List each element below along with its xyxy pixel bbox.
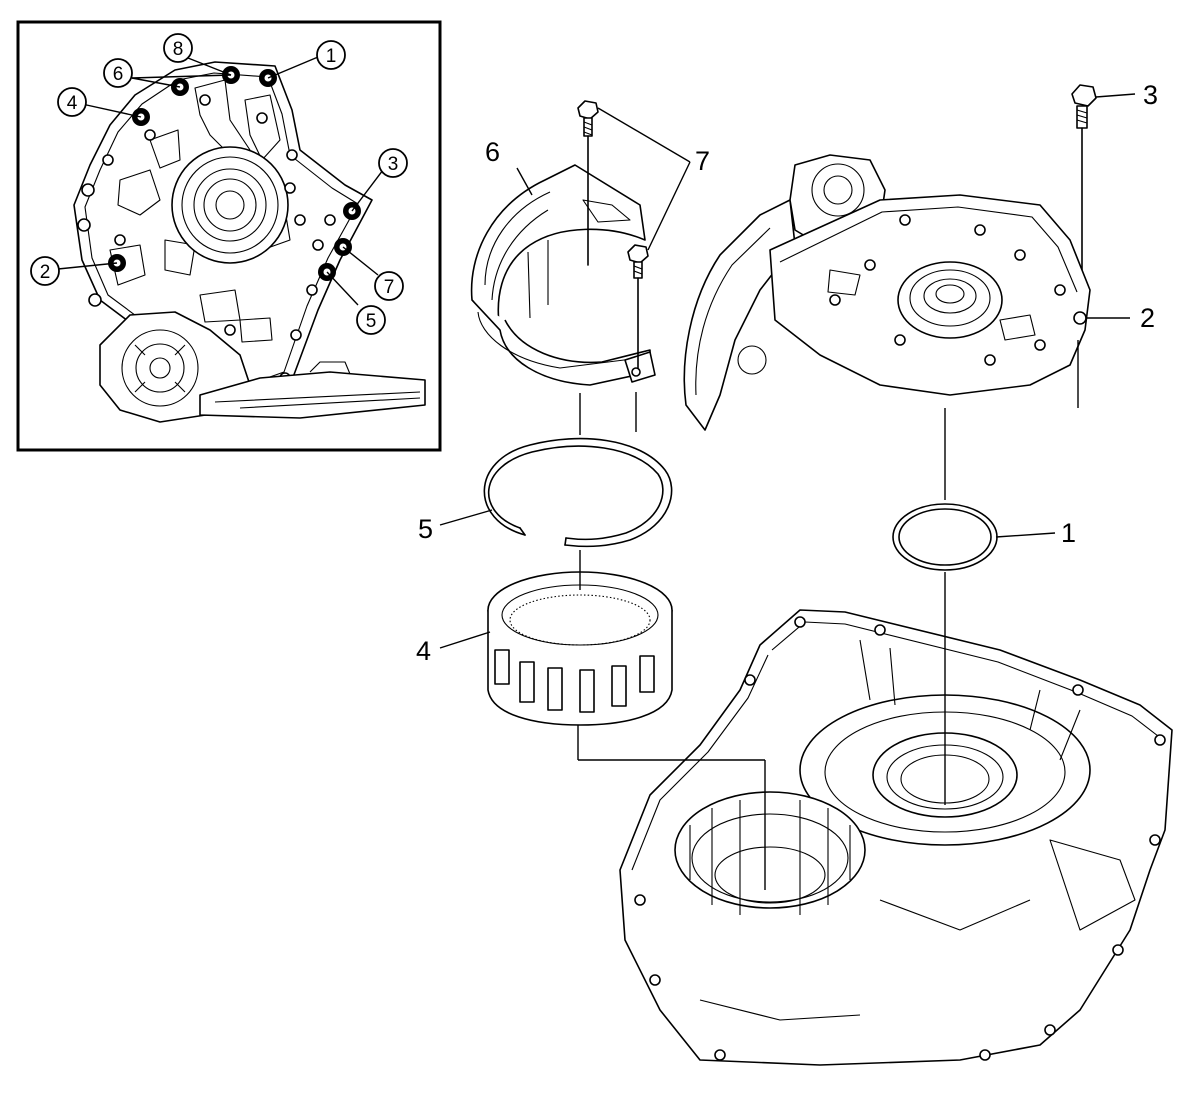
inset-panel: 1 2 3 4 5 6 7 8 <box>16 20 442 452</box>
bolt-part-7-lower <box>627 244 649 369</box>
inset-cover-plate <box>73 61 373 396</box>
svg-text:6: 6 <box>113 64 124 85</box>
svg-text:4: 4 <box>67 93 78 114</box>
inset-leaders <box>57 56 384 306</box>
callout-label-2: 2 <box>1140 303 1155 333</box>
svg-text:3: 3 <box>388 154 399 175</box>
inset-callout-3: 3 <box>378 148 408 178</box>
valve-body-holes <box>829 214 1087 366</box>
callout-label-7: 7 <box>695 146 710 176</box>
snap-ring-part-5 <box>483 437 673 548</box>
callout-label-6: 6 <box>485 137 500 167</box>
alignment-lines <box>577 340 1079 890</box>
transmission-case <box>619 609 1173 1066</box>
svg-text:7: 7 <box>384 277 395 298</box>
callout-label-5: 5 <box>418 514 433 544</box>
callout-label-3: 3 <box>1143 80 1158 110</box>
splined-ring-part-4 <box>487 571 673 726</box>
inset-solenoid-body <box>99 311 426 423</box>
inset-callout-6: 6 <box>103 58 133 88</box>
svg-text:5: 5 <box>366 311 377 332</box>
inset-callout-5: 5 <box>356 305 386 335</box>
callout-leaders <box>439 93 1136 649</box>
inset-callout-2: 2 <box>30 256 60 286</box>
svg-text:1: 1 <box>326 46 337 67</box>
seal-ring-part-1 <box>892 503 998 571</box>
inset-callout-7: 7 <box>374 271 404 301</box>
inset-callout-8: 8 <box>163 33 193 63</box>
band-bracket-part-6 <box>470 164 656 386</box>
svg-text:2: 2 <box>40 262 51 283</box>
callout-label-1: 1 <box>1061 518 1076 548</box>
inset-callout-4: 4 <box>57 87 87 117</box>
bolt-part-7-upper <box>577 100 599 266</box>
case-bolt-holes <box>634 616 1166 1061</box>
spline-teeth <box>494 649 655 713</box>
inset-callout-1: 1 <box>316 40 346 70</box>
valve-body-part-2 <box>683 154 1091 431</box>
callout-label-4: 4 <box>416 636 431 666</box>
svg-text:8: 8 <box>173 39 184 60</box>
